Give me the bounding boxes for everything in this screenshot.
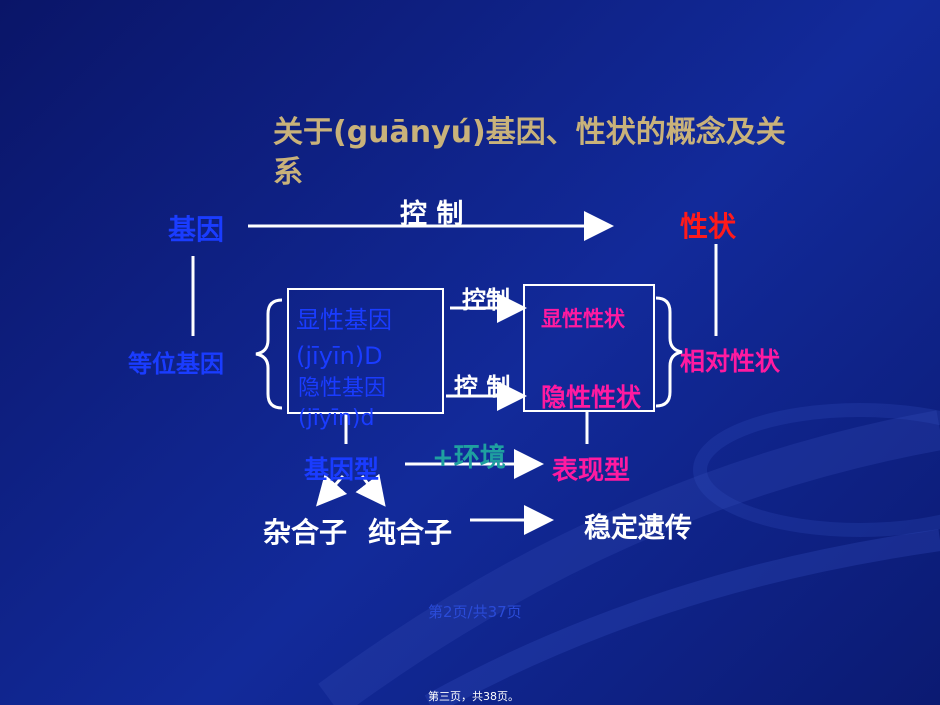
trait-label: 性状 [680, 210, 737, 243]
page-indicator: 第2页/共37页 [428, 603, 522, 621]
left-brace [255, 298, 283, 410]
relative-traits-label: 相对性状 [680, 347, 781, 376]
stable-inheritance-label: 稳定遗传 [584, 513, 692, 544]
control-label-2: 控 制 [454, 373, 511, 401]
recessive-trait-label: 隐性性状 [541, 383, 642, 412]
gene-box [287, 288, 444, 414]
allele-label: 等位基因 [128, 350, 224, 378]
slide-title: 关于(guānyú)基因、性状的概念及关系 [273, 115, 786, 190]
dominant-trait-label: 显性性状 [541, 307, 625, 331]
environment-label: +环境 [432, 443, 506, 473]
phenotype-label: 表现型 [552, 456, 631, 486]
control-label-1: 控制 [462, 286, 510, 314]
genotype-hetero-arrow [316, 474, 348, 507]
heterozygote-label: 杂合子 [263, 516, 348, 549]
recessive-gene-label: 隐性基因(jīyīn)d [298, 376, 387, 431]
trait-box [523, 284, 655, 412]
genotype-homo-arrow [355, 473, 386, 507]
control-top-label: 控 制 [400, 199, 464, 230]
bottom-note: 第三页，共38页。 [428, 690, 519, 703]
right-brace [655, 296, 683, 408]
homozygote-label: 纯合子 [368, 516, 453, 549]
genotype-label: 基因型 [304, 455, 380, 484]
dominant-gene-label: 显性基因(jīyīn)D [296, 306, 392, 370]
gene-label: 基因 [168, 213, 225, 246]
